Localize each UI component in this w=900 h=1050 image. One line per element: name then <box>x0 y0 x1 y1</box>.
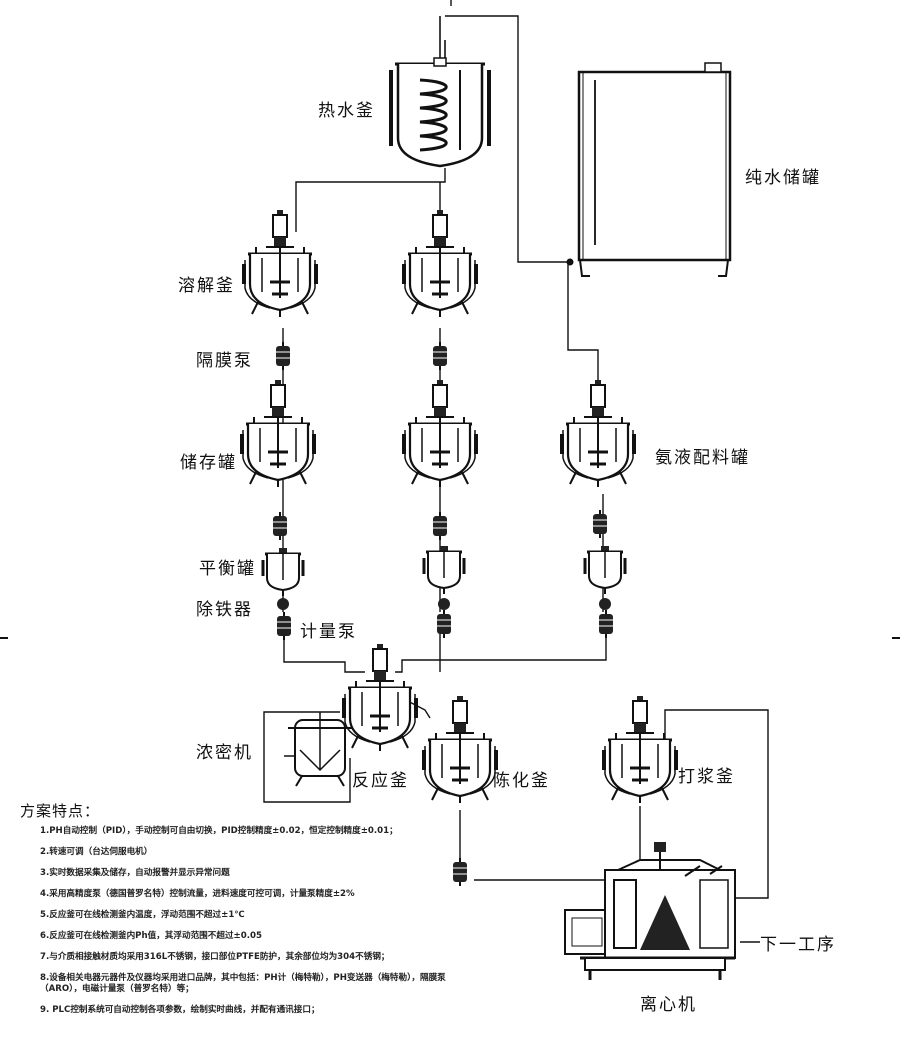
pump-left-2 <box>272 511 288 541</box>
note-item: 1.PH自动控制（PID），手动控制可自由切换，PID控制精度±0.02，恒定控… <box>40 826 398 836</box>
note-item: 7.与介质相接触材质均采用316L不锈钢，接口部位PTFE防护，其余部位均为30… <box>40 952 390 962</box>
metering-pump-left <box>276 611 292 641</box>
label-balance-tank: 平衡罐 <box>199 559 256 579</box>
note-item: 6.反应釜可在线检测釜内Ph值，其浮动范围不超过±0.05 <box>40 931 262 941</box>
ammonia-tank <box>560 378 636 489</box>
label-next-process: 下一工序 <box>760 935 836 955</box>
diaphragm-pump-right <box>432 341 448 371</box>
label-metering-pump: 计量泵 <box>300 622 357 642</box>
iron-removers <box>277 598 611 610</box>
label-reaction-kettle: 反应釜 <box>352 771 409 791</box>
notes-title: 方案特点： <box>20 802 101 820</box>
label-pure-water-tank: 纯水储罐 <box>745 168 821 188</box>
hot-water-kettle <box>389 16 491 168</box>
label-ammonia-tank: 氨液配料罐 <box>655 448 750 468</box>
pump-mid-2 <box>432 511 448 541</box>
aging-kettle <box>422 694 498 805</box>
note-item: 3.实时数据采集及储存，自动报警并显示异常问题 <box>40 868 230 878</box>
thickener <box>284 712 352 787</box>
label-thickener: 浓密机 <box>196 743 253 763</box>
label-storage-tank: 储存罐 <box>180 453 237 473</box>
label-iron-remover: 除铁器 <box>196 600 253 620</box>
note-item: 4.采用高精度泵（德国普罗名特）控制流量，进料速度可控可调，计量泵精度±2% <box>40 889 355 899</box>
metering-pump-right <box>598 609 614 639</box>
centrifuge <box>564 842 736 980</box>
balance-tank-right <box>583 544 627 596</box>
note-item: 8.设备相关电器元器件及仪器均采用进口品牌，其中包括：PH计（梅特勒），PH变送… <box>40 973 446 994</box>
note-item: 2.转速可调（台达伺服电机） <box>40 847 153 857</box>
balance-tank-left <box>261 546 305 598</box>
label-aging-kettle: 陈化釜 <box>493 771 550 791</box>
label-dissolving-kettle: 溶解釜 <box>178 276 235 296</box>
storage-tank-left <box>240 378 316 489</box>
notes-list: 1.PH自动控制（PID），手动控制可自由切换，PID控制精度±0.02，恒定控… <box>40 826 470 1026</box>
storage-tank-right <box>402 378 478 489</box>
pure-water-tank <box>566 62 732 277</box>
label-centrifuge: 离心机 <box>640 995 697 1015</box>
label-hot-water-kettle: 热水釜 <box>318 101 375 121</box>
dissolving-kettle-right <box>402 208 478 319</box>
note-item: 9. PLC控制系统可自动控制各项参数，绘制实时曲线，并配有通讯接口； <box>40 1004 320 1015</box>
metering-pump-mid <box>436 609 452 639</box>
label-diaphragm-pump: 隔膜泵 <box>196 351 253 371</box>
dissolving-kettle-left <box>242 208 318 319</box>
balance-tank-mid <box>422 544 466 596</box>
note-item: 5.反应釜可在线检测釜内温度，浮动范围不超过±1℃ <box>40 910 245 920</box>
pump-right-2 <box>592 509 608 539</box>
diaphragm-pump-left <box>275 341 291 371</box>
label-slurry-kettle: 打浆釜 <box>678 767 735 787</box>
